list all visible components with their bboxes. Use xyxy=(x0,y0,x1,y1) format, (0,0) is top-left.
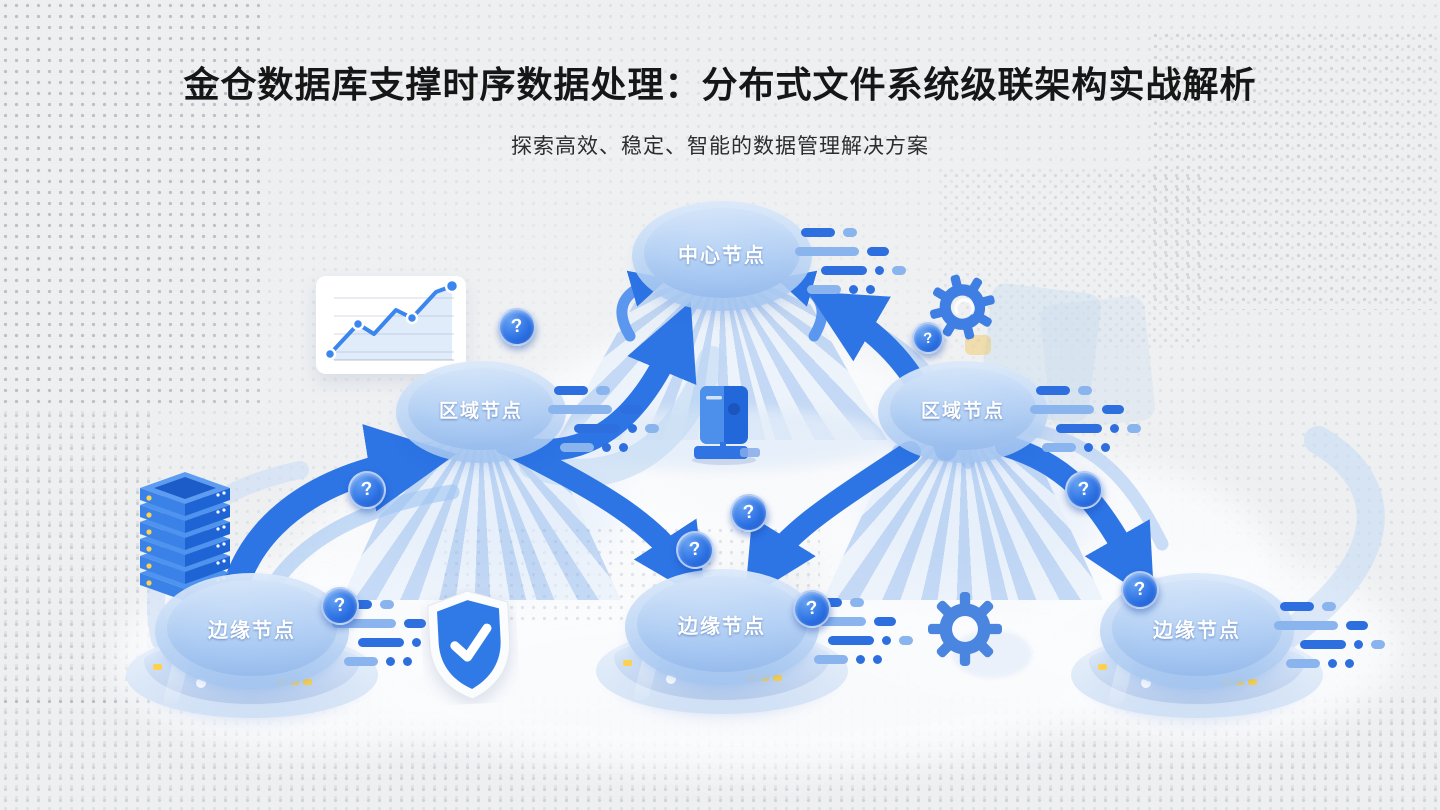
arrow-region-left-to-edge-middle xyxy=(503,437,707,602)
gear-icon xyxy=(928,592,1002,671)
indicator-light-white xyxy=(1140,677,1151,688)
arrow-into-center-left xyxy=(616,270,668,342)
arrow-region-right-to-edge-middle xyxy=(744,441,921,601)
node-edge-left: 边缘节点 xyxy=(155,573,349,689)
server-stack-icon xyxy=(128,466,246,623)
node-label: 区域节点 xyxy=(438,400,523,422)
arrow-ribbon-light xyxy=(1248,426,1385,666)
node-label: 中心节点 xyxy=(678,244,766,267)
gear-icon xyxy=(922,267,1003,352)
indicator-light-yellow xyxy=(1097,664,1107,685)
node-edge-right: 边缘节点 xyxy=(1100,573,1294,689)
page-title: 金仓数据库支撑时序数据处理：分布式文件系统级联架构实战解析 xyxy=(183,64,1257,105)
indicator-light-yellow xyxy=(622,660,632,681)
node-label: 边缘节点 xyxy=(208,619,296,642)
node-label: 边缘节点 xyxy=(678,615,766,638)
speed-lines xyxy=(1030,386,1141,452)
shield-check-icon xyxy=(419,586,521,712)
line-chart-icon xyxy=(316,276,466,374)
server-tower-icon xyxy=(684,382,764,471)
node-label: 区域节点 xyxy=(920,400,1005,422)
speed-lines xyxy=(548,386,659,452)
indicator-light-white xyxy=(665,673,676,684)
accent-shape xyxy=(965,335,991,355)
node-edge-middle: 边缘节点 xyxy=(625,569,819,685)
node-region-left: 区域节点 xyxy=(396,361,566,463)
page-subtitle: 探索高效、稳定、智能的数据管理解决方案 xyxy=(511,135,929,158)
node-center: 中心节点 xyxy=(632,201,812,311)
speed-lines xyxy=(1274,602,1385,668)
node-region-right: 区域节点 xyxy=(878,361,1048,463)
arrow-region-right-to-edge-right xyxy=(995,435,1155,603)
speed-lines xyxy=(795,228,906,294)
indicator-light-white xyxy=(195,677,206,688)
indicator-light-yellow xyxy=(152,664,162,685)
node-label: 边缘节点 xyxy=(1153,619,1241,642)
